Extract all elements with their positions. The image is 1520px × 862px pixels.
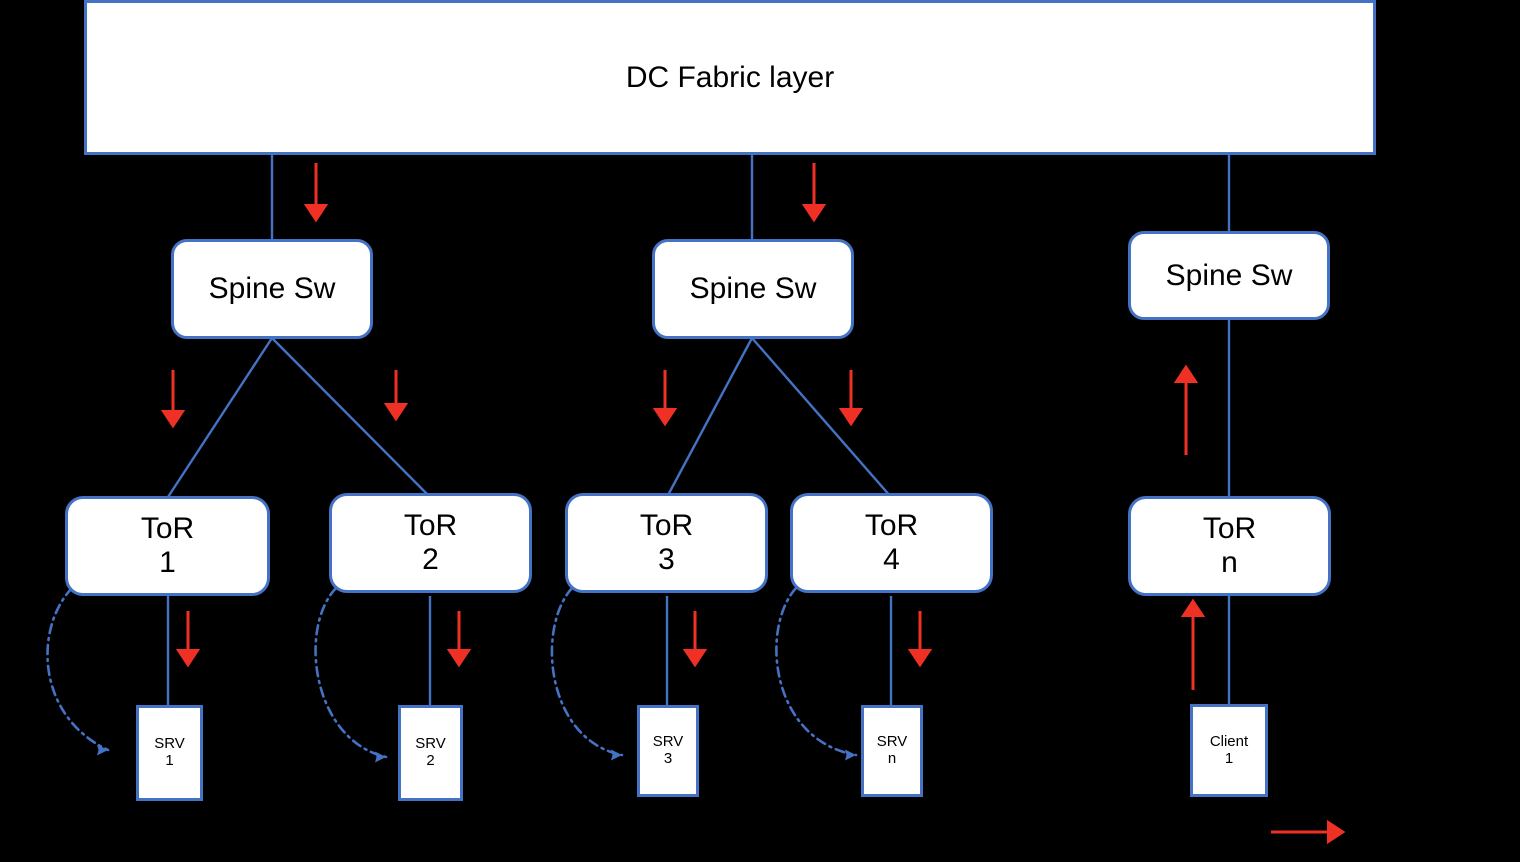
overlay-curve-tor3-srv3 <box>550 586 624 757</box>
tor-switch-1-label: ToR <box>140 512 195 546</box>
client-1-label: Client <box>1209 732 1249 750</box>
spine-switch-2[interactable]: Spine Sw <box>652 239 854 339</box>
server-n-index: n <box>887 750 897 767</box>
tor-switch-2-label: ToR <box>403 509 458 543</box>
server-3[interactable]: SRV 3 <box>637 705 699 797</box>
tor-switch-4[interactable]: ToR 4 <box>790 493 993 593</box>
overlay-curve-arrowheads <box>97 744 856 763</box>
link-spine1-tor2 <box>271 337 431 498</box>
tor-switch-n-label: ToR <box>1202 512 1257 546</box>
dc-fabric-layer-label: DC Fabric layer <box>625 60 835 94</box>
dc-fabric-layer-box[interactable]: DC Fabric layer <box>84 0 1376 155</box>
server-n[interactable]: SRV n <box>861 705 923 797</box>
overlay-curve-tor4-srvn <box>775 586 858 757</box>
spine-switch-1[interactable]: Spine Sw <box>171 239 373 339</box>
server-n-label: SRV <box>876 733 908 751</box>
tor-switch-3[interactable]: ToR 3 <box>565 493 768 593</box>
client-1[interactable]: Client 1 <box>1190 704 1268 797</box>
server-2-label: SRV <box>415 735 446 753</box>
server-3-label: SRV <box>652 733 684 751</box>
tor-switch-2-index: 2 <box>422 543 439 576</box>
tor-switch-1[interactable]: ToR 1 <box>65 496 270 596</box>
link-spine1-tor1 <box>166 337 274 498</box>
server-2-index: 2 <box>426 752 435 769</box>
server-3-index: 3 <box>663 750 673 767</box>
spine-switch-1-label: Spine Sw <box>208 272 336 306</box>
tor-switch-4-index: 4 <box>883 543 900 576</box>
spine-switch-n-label: Spine Sw <box>1165 258 1293 292</box>
server-1[interactable]: SRV 1 <box>136 705 203 801</box>
link-spine2-tor4 <box>751 337 892 498</box>
client-1-index: 1 <box>1224 749 1234 767</box>
overlay-curve-tor2-srv2 <box>314 586 388 759</box>
spine-switch-n[interactable]: Spine Sw <box>1128 231 1330 320</box>
server-2[interactable]: SRV 2 <box>398 705 463 801</box>
tor-switch-2[interactable]: ToR 2 <box>329 493 532 593</box>
server-1-index: 1 <box>165 752 174 769</box>
server-1-label: SRV <box>154 735 185 753</box>
tor-switch-3-label: ToR <box>639 509 694 543</box>
spine-switch-2-label: Spine Sw <box>689 272 817 306</box>
tor-switch-4-label: ToR <box>864 509 919 543</box>
link-spine2-tor3 <box>665 337 754 498</box>
tor-switch-n[interactable]: ToR n <box>1128 496 1331 596</box>
tor-switch-n-index: n <box>1221 546 1238 579</box>
tor-switch-1-index: 1 <box>159 546 176 579</box>
tor-switch-3-index: 3 <box>658 543 675 576</box>
overlay-curve-tor1-srv1 <box>46 586 110 752</box>
